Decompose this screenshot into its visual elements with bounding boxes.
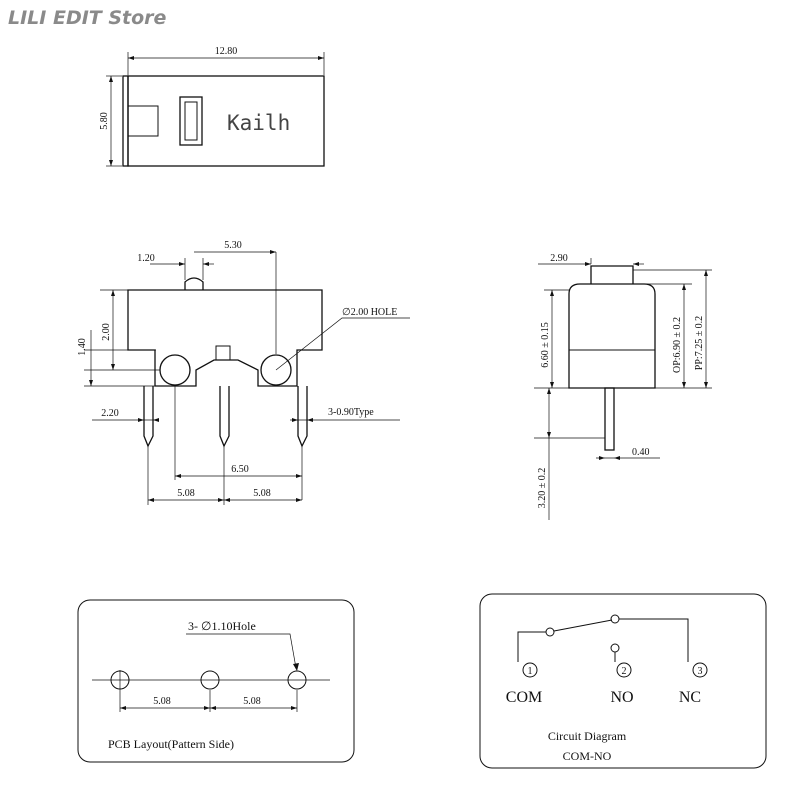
pin-left (143, 386, 154, 448)
dim-label-5-08-left: 5.08 (177, 488, 195, 499)
nc-contact (610, 614, 620, 624)
dim-label-2-20: 2.20 (101, 408, 119, 419)
dim-label-5-08-right: 5.08 (253, 488, 271, 499)
hole-note: ∅2.00 HOLE (342, 307, 397, 318)
dim-label-pp: PP:7.25 ± 0.2 (694, 316, 705, 370)
com-lead (517, 631, 546, 662)
circuit-diagram-panel: 1 2 3 COM NO NC Circuit Diagram COM-NO (479, 593, 767, 769)
pin-3-number: 3 (698, 666, 703, 677)
nc-lead (619, 618, 689, 662)
pin-note: 3-0.90Type (328, 407, 374, 418)
pin-1-number: 1 (528, 666, 533, 677)
top-view: Kailh 12.80 5.80 (99, 46, 325, 167)
pcb-spacing-right: 5.08 (243, 696, 261, 707)
dim-label-1-20: 1.20 (137, 253, 155, 264)
switch-housing (127, 289, 323, 387)
pin-2-label: NO (610, 689, 633, 706)
front-view: 1.20 5.30 ∅2.00 HOLE 2.00 1.40 2.20 3-0.… (77, 240, 410, 505)
dim-label-op: OP:6.90 ± 0.2 (672, 317, 683, 373)
pcb-hole-2 (200, 670, 220, 690)
dim-label-6-50: 6.50 (231, 464, 249, 475)
dim-label-6-60: 6.60 ± 0.15 (540, 322, 551, 368)
dim-label-0-40: 0.40 (632, 447, 650, 458)
com-contact (545, 627, 555, 637)
dim-label-12-80: 12.80 (215, 46, 238, 57)
hole-leader (275, 317, 410, 371)
pcb-caption: PCB Layout(Pattern Side) (108, 737, 234, 751)
circuit-frame (479, 593, 767, 769)
circuit-caption-subtitle: COM-NO (563, 749, 612, 763)
dim-label-2-90: 2.90 (550, 253, 568, 264)
top-view-flange (122, 75, 129, 167)
pcb-layout-frame (77, 599, 355, 763)
mount-hole-right (260, 354, 292, 386)
top-view-window (179, 96, 203, 146)
brand-logo-text: Kailh (227, 111, 290, 135)
store-watermark: LILI EDIT Store (8, 7, 167, 29)
pin-1-label: COM (506, 689, 542, 706)
dim-label-2-00: 2.00 (101, 323, 112, 341)
center-slot (215, 345, 231, 361)
side-body (568, 283, 656, 389)
pin-center (219, 386, 230, 448)
dim-label-5-30: 5.30 (224, 240, 242, 251)
pin-3-marker (692, 662, 708, 678)
circuit-caption-title: Circuit Diagram (548, 729, 627, 743)
switch-blade (553, 619, 613, 632)
pin-3-label: NC (679, 689, 701, 706)
top-view-plunger-slot (127, 105, 159, 137)
dim-label-1-40: 1.40 (77, 338, 88, 356)
dim-label-5-80: 5.80 (99, 112, 110, 130)
pin-2-marker (616, 662, 632, 678)
actuator-button (184, 277, 204, 290)
top-view-body (127, 75, 325, 167)
top-view-window-inner (184, 101, 198, 141)
no-contact (610, 643, 620, 653)
dim-label-3-20: 3.20 ± 0.2 (537, 468, 548, 509)
pin-right (297, 386, 308, 448)
side-pin (604, 387, 615, 451)
side-view: 2.90 6.60 ± 0.15 OP:6.90 ± 0.2 PP:7.25 ±… (534, 253, 712, 520)
side-plunger (590, 265, 634, 284)
mount-hole-left (159, 354, 191, 386)
pcb-hole-leader (186, 633, 297, 669)
pin-1-marker (522, 662, 538, 678)
pcb-hole-note: 3- ∅1.10Hole (188, 619, 256, 633)
pin-2-number: 2 (622, 666, 627, 677)
pcb-layout-panel: 5.08 5.08 3- ∅1.10Hole PCB Layout(Patter… (77, 599, 355, 763)
pcb-spacing-left: 5.08 (153, 696, 171, 707)
